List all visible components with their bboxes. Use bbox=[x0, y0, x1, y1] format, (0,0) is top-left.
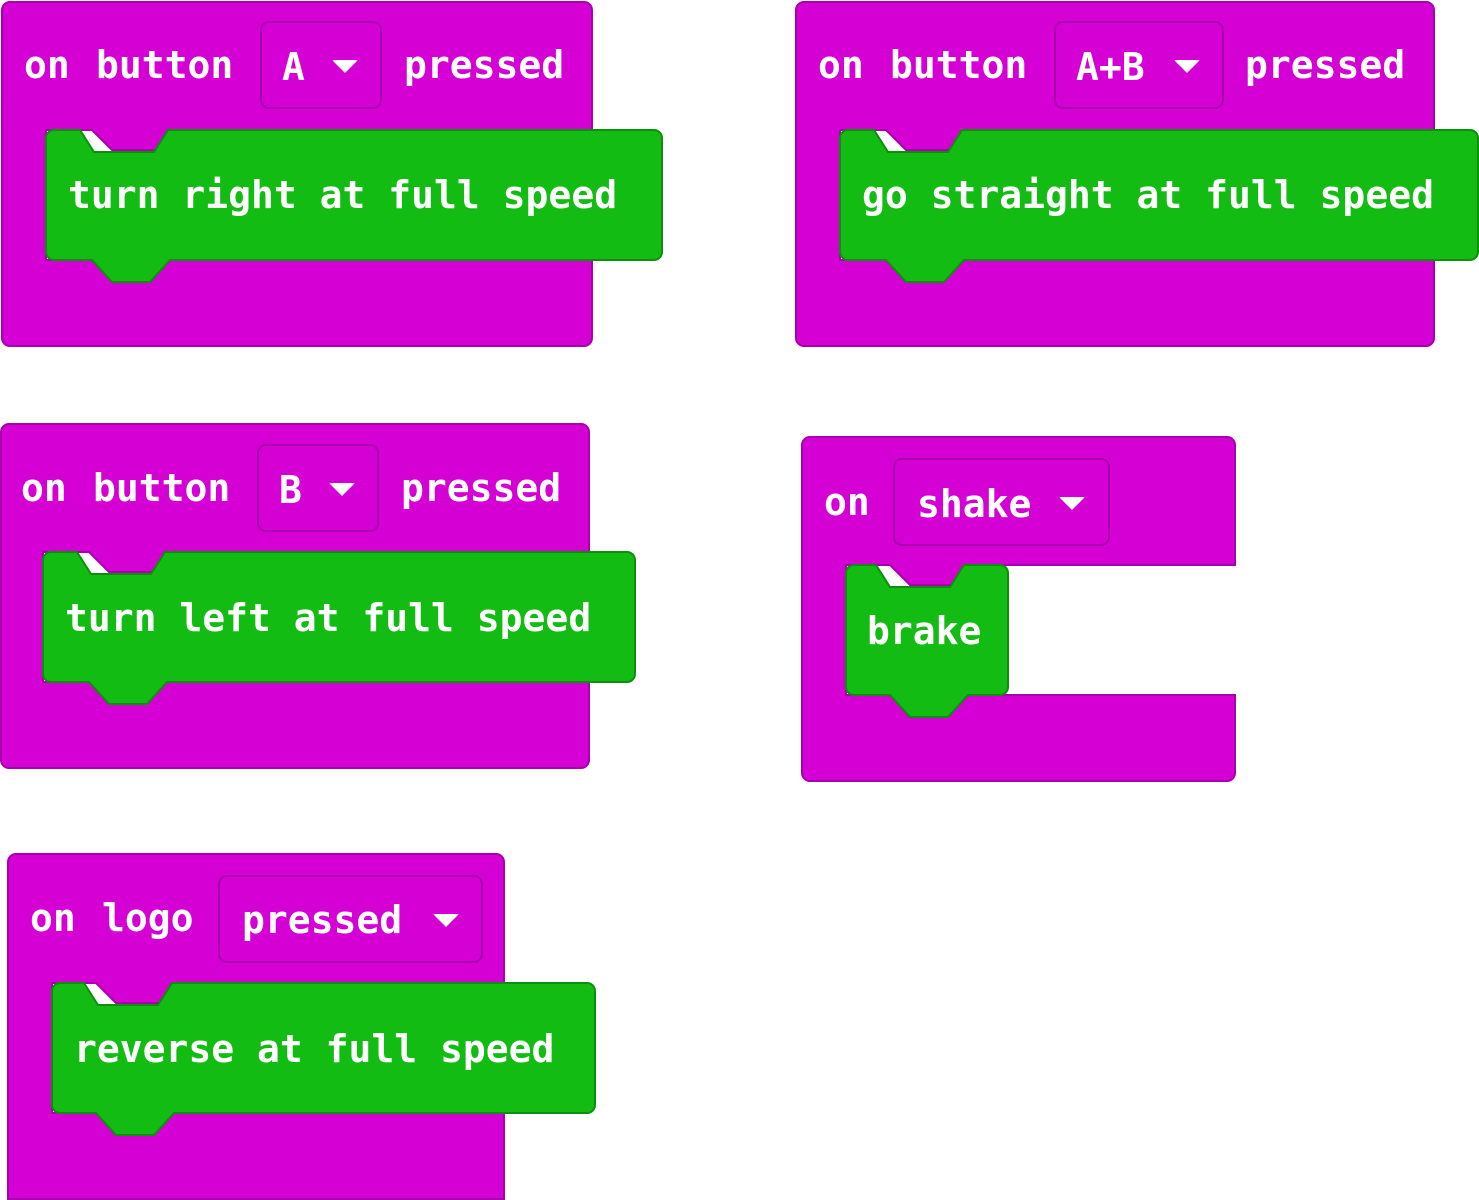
chevron-down-icon bbox=[329, 483, 355, 496]
action-block-brake[interactable]: brake bbox=[867, 609, 982, 653]
action-block-turn-left[interactable]: turn left at full speed bbox=[65, 596, 592, 640]
event-kind-label: button bbox=[890, 43, 1028, 87]
event-on-label: on bbox=[818, 43, 864, 87]
dropdown-value: pressed bbox=[242, 898, 403, 942]
event-kind-label: button bbox=[96, 43, 234, 87]
button-dropdown[interactable]: B bbox=[257, 444, 379, 532]
event-suffix-label: pressed bbox=[1245, 43, 1406, 87]
event-suffix-label: pressed bbox=[404, 43, 565, 87]
button-dropdown[interactable]: A+B bbox=[1054, 21, 1224, 109]
logo-dropdown[interactable]: pressed bbox=[218, 875, 483, 963]
dropdown-value: A bbox=[282, 45, 305, 89]
event-on-label: on bbox=[30, 896, 76, 940]
event-on-label: on bbox=[24, 43, 70, 87]
chevron-down-icon bbox=[1059, 497, 1085, 510]
button-dropdown[interactable]: A bbox=[260, 21, 382, 109]
action-block-reverse[interactable]: reverse at full speed bbox=[74, 1027, 555, 1071]
dropdown-value: shake bbox=[917, 482, 1032, 526]
gesture-dropdown[interactable]: shake bbox=[893, 458, 1110, 546]
action-block-go-straight[interactable]: go straight at full speed bbox=[862, 173, 1434, 217]
chevron-down-icon bbox=[332, 60, 358, 73]
event-kind-label: logo bbox=[102, 896, 194, 940]
event-kind-label: button bbox=[93, 466, 231, 510]
event-suffix-label: pressed bbox=[401, 466, 562, 510]
event-on-label: on bbox=[21, 466, 67, 510]
chevron-down-icon bbox=[1174, 60, 1200, 73]
action-block-turn-right[interactable]: turn right at full speed bbox=[68, 173, 618, 217]
chevron-down-icon bbox=[433, 914, 459, 927]
event-on-label: on bbox=[824, 480, 870, 524]
dropdown-value: A+B bbox=[1076, 45, 1145, 89]
dropdown-value: B bbox=[279, 468, 302, 512]
